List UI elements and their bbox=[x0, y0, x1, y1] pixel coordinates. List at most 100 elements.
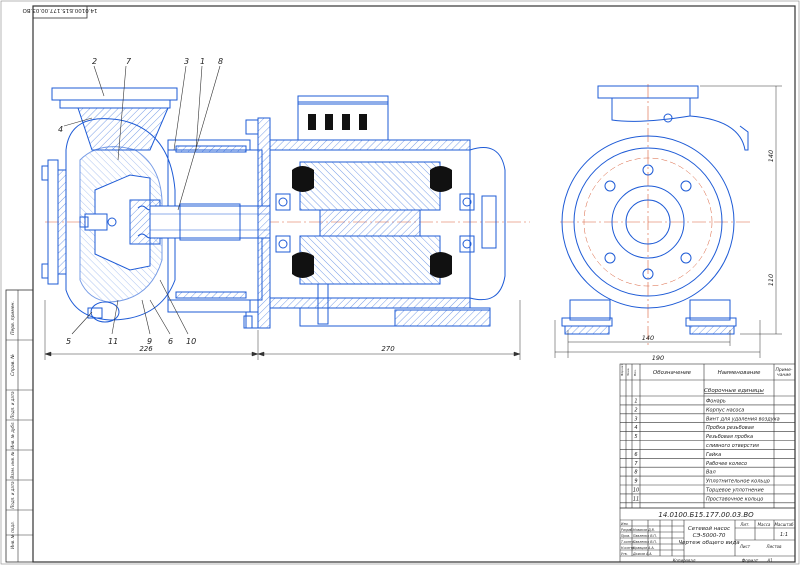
title-designation: 14.0100.Б15.177.00.03.ВО bbox=[658, 511, 754, 519]
discharge-flange bbox=[51, 87, 178, 101]
stamp-role: Н.контр. bbox=[621, 546, 635, 550]
spec-row-name: сливного отверстия bbox=[706, 443, 759, 449]
callout-3: 3 bbox=[184, 57, 189, 66]
strip-sprav: Справ. № bbox=[10, 354, 16, 376]
bearing-rear-upper bbox=[459, 193, 475, 211]
spec-row-pos: 9 bbox=[634, 479, 637, 485]
bearing-front-upper bbox=[275, 193, 291, 211]
spec-row-pos: 10 bbox=[633, 488, 639, 494]
title-format-label: Формат bbox=[742, 558, 759, 563]
title-sheet-label: Лист bbox=[739, 544, 751, 549]
stamp-role: Утв. bbox=[621, 552, 628, 556]
title-format-value: А1 bbox=[766, 558, 772, 563]
spec-row-name: Рабочее колесо bbox=[706, 461, 747, 467]
stamp-role: Разраб. bbox=[621, 528, 634, 532]
strip-podp2: Подп. и дата bbox=[10, 481, 15, 509]
spec-row-name: Гайка bbox=[706, 452, 721, 458]
spec-col-pos: Поз. bbox=[633, 369, 637, 376]
strip-podp1: Подп. и дата bbox=[10, 391, 15, 419]
spec-row-pos: 11 bbox=[633, 496, 639, 502]
dim-226: 226 bbox=[139, 345, 153, 353]
stator-upper bbox=[299, 161, 441, 211]
callout-10: 10 bbox=[186, 337, 196, 346]
callout-7: 7 bbox=[126, 57, 132, 66]
spec-row-name: Вал bbox=[706, 470, 716, 476]
end-view-outer-casing bbox=[561, 135, 735, 309]
callout-8: 8 bbox=[218, 57, 223, 66]
spec-row-pos: 3 bbox=[634, 416, 637, 422]
spec-col-note: Приме-чание bbox=[776, 367, 793, 378]
title-block-text: 14.0100.Б15.177.00.03.ВО Сетевой насос С… bbox=[621, 511, 794, 563]
dim-190: 190 bbox=[652, 354, 664, 362]
spec-row-name: Резьбовая пробка bbox=[706, 434, 753, 440]
motor-flange bbox=[257, 117, 271, 329]
spec-col-format: Формат bbox=[620, 364, 624, 376]
strip-perv: Перв. примен. bbox=[10, 301, 16, 335]
left-margin-strip: Перв. примен. Справ. № Подп. и дата Инв.… bbox=[5, 289, 34, 563]
spec-row-name: Фонарь bbox=[706, 399, 726, 405]
stamp-role: Т.контр. bbox=[621, 540, 635, 544]
title-line-3: Чертеж общего вида bbox=[678, 540, 740, 546]
stator-lower bbox=[299, 235, 441, 285]
stamp-person: Кравцов А.А. bbox=[633, 546, 655, 550]
stamp-person: Новиков Д.В. bbox=[633, 528, 655, 532]
callout-4: 4 bbox=[58, 125, 63, 134]
callout-11: 11 bbox=[108, 337, 118, 346]
callout-1: 1 bbox=[200, 57, 205, 66]
spec-table bbox=[619, 363, 796, 509]
spec-col-designation: Обозначение bbox=[653, 370, 692, 376]
title-line-2: СЭ-5000-70 bbox=[693, 533, 726, 539]
spec-section-title: Сборочные единицы bbox=[704, 388, 764, 394]
title-scale-value: 1:1 bbox=[780, 532, 788, 538]
fan-cover bbox=[469, 147, 506, 301]
spec-row-pos: 5 bbox=[634, 434, 637, 440]
stamp-role: Изм. bbox=[621, 522, 629, 526]
spec-row-pos: 1 bbox=[634, 399, 637, 405]
spec-row-name: Пробка резьбовая bbox=[706, 425, 754, 431]
spec-row-name: Корпус насоса bbox=[706, 407, 744, 413]
shaft bbox=[149, 205, 271, 239]
title-scale-label: Масштаб bbox=[774, 522, 794, 527]
spec-row-pos: 8 bbox=[634, 470, 637, 476]
dim-270: 270 bbox=[381, 345, 395, 353]
dimensions-main bbox=[44, 300, 521, 360]
title-block bbox=[619, 507, 796, 563]
dim-140-vertical: 140 bbox=[767, 150, 775, 162]
terminal-box bbox=[297, 101, 389, 141]
top-stamp-text: 14.0100.Б15.177.00.03.ВО bbox=[22, 7, 98, 13]
dimensions-end bbox=[554, 85, 782, 358]
spec-col-zone: Зона bbox=[626, 368, 630, 376]
title-lit-label: Лит. bbox=[739, 522, 749, 527]
spec-row-pos: 4 bbox=[634, 425, 637, 431]
spec-row-name: Винт для удаления воздуха bbox=[706, 416, 780, 422]
stamp-person: Павленко В.П. bbox=[633, 540, 657, 544]
title-line-1: Сетевой насос bbox=[688, 526, 730, 532]
dim-140-horizontal: 140 bbox=[642, 334, 654, 342]
strip-inv-podl: Инв. № подл. bbox=[10, 521, 15, 549]
callout-9: 9 bbox=[147, 337, 152, 346]
volute-casing bbox=[65, 118, 176, 321]
pump-end-view bbox=[560, 84, 750, 346]
title-copied: Копировал bbox=[673, 558, 696, 563]
callout-2: 2 bbox=[92, 57, 97, 66]
callout-numbers: 2 7 3 1 8 4 5 11 9 6 10 bbox=[58, 57, 223, 346]
title-mass-label: Масса bbox=[758, 522, 771, 527]
title-sheets-label: Листов bbox=[766, 544, 783, 549]
callout-6: 6 bbox=[168, 337, 173, 346]
callouts bbox=[63, 65, 221, 335]
inner-frame bbox=[32, 5, 796, 563]
dim-110-vertical: 110 bbox=[767, 274, 775, 286]
stamp-person: Павленко В.П. bbox=[633, 534, 657, 538]
spec-col-name: Наименование bbox=[718, 370, 761, 376]
pump-section-view bbox=[41, 87, 530, 329]
end-view-bore bbox=[611, 185, 685, 259]
spec-row-pos: 6 bbox=[634, 452, 637, 458]
spec-row-name: Торцевое уплотнение bbox=[706, 488, 764, 494]
stamp-role: Пров. bbox=[621, 534, 630, 538]
rotor bbox=[319, 209, 421, 237]
spec-row-pos: 2 bbox=[634, 407, 637, 413]
spec-row-pos: 7 bbox=[634, 461, 638, 467]
callout-5: 5 bbox=[66, 337, 71, 346]
